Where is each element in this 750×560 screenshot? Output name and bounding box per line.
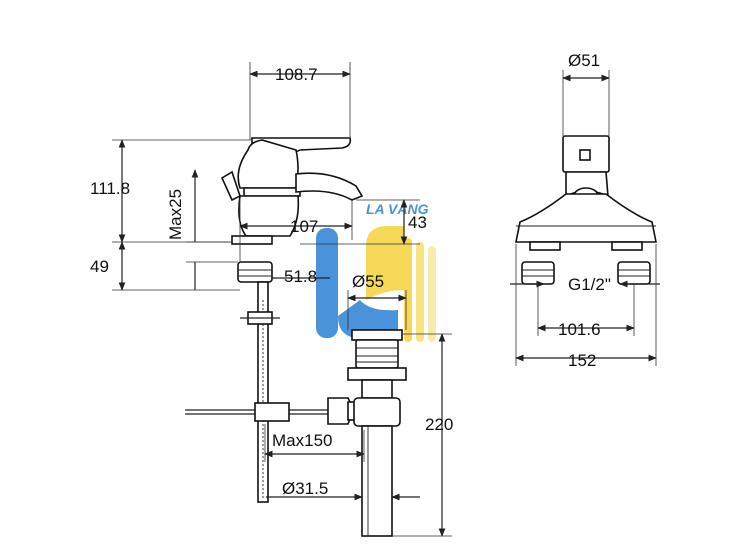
dimension-spout-height: 43 xyxy=(300,199,427,245)
watermark-logo: LA VÀNG xyxy=(316,201,436,342)
label-max-lever: Max25 xyxy=(166,189,185,240)
label-pipe-diameter: Ø31.5 xyxy=(282,479,328,498)
watermark-text: LA VÀNG xyxy=(366,201,429,217)
dimension-max-lever: Max25 xyxy=(166,169,232,243)
label-base-width: 152 xyxy=(568,351,596,370)
faucet-side-view xyxy=(185,137,407,537)
label-total-height: 111.8 xyxy=(90,179,130,198)
faucet-front-view xyxy=(515,135,657,285)
label-thread: G1/2" xyxy=(568,275,611,294)
label-body-diameter: Ø51 xyxy=(568,51,600,70)
label-reach: 107 xyxy=(290,217,318,236)
label-hole-spacing: 101.6 xyxy=(558,320,601,339)
label-hole-diameter: Ø55 xyxy=(352,272,384,291)
dimension-base-depth: 51.8 xyxy=(272,267,330,286)
dimension-deck-height: 49 xyxy=(90,241,240,291)
dimension-base-width: 152 xyxy=(515,244,657,370)
label-base-depth: 51.8 xyxy=(284,267,317,286)
label-deck-height: 49 xyxy=(90,257,109,276)
label-max-rod: Max150 xyxy=(272,431,332,450)
dimension-hole-diameter: Ø55 xyxy=(347,272,407,330)
dimension-max-rod: Max150 xyxy=(264,424,365,462)
dimension-top-width: 108.7 xyxy=(249,62,351,140)
label-spout-height: 43 xyxy=(408,213,427,232)
dimension-drain-length: 220 xyxy=(392,333,453,537)
label-top-width: 108.7 xyxy=(275,65,318,84)
dimension-hole-spacing: 101.6 xyxy=(537,284,635,339)
dimension-body-diameter: Ø51 xyxy=(562,51,610,136)
dimension-pipe-diameter: Ø31.5 xyxy=(266,479,420,501)
label-drain-length: 220 xyxy=(425,415,453,434)
dimension-reach: 107 xyxy=(239,200,353,262)
